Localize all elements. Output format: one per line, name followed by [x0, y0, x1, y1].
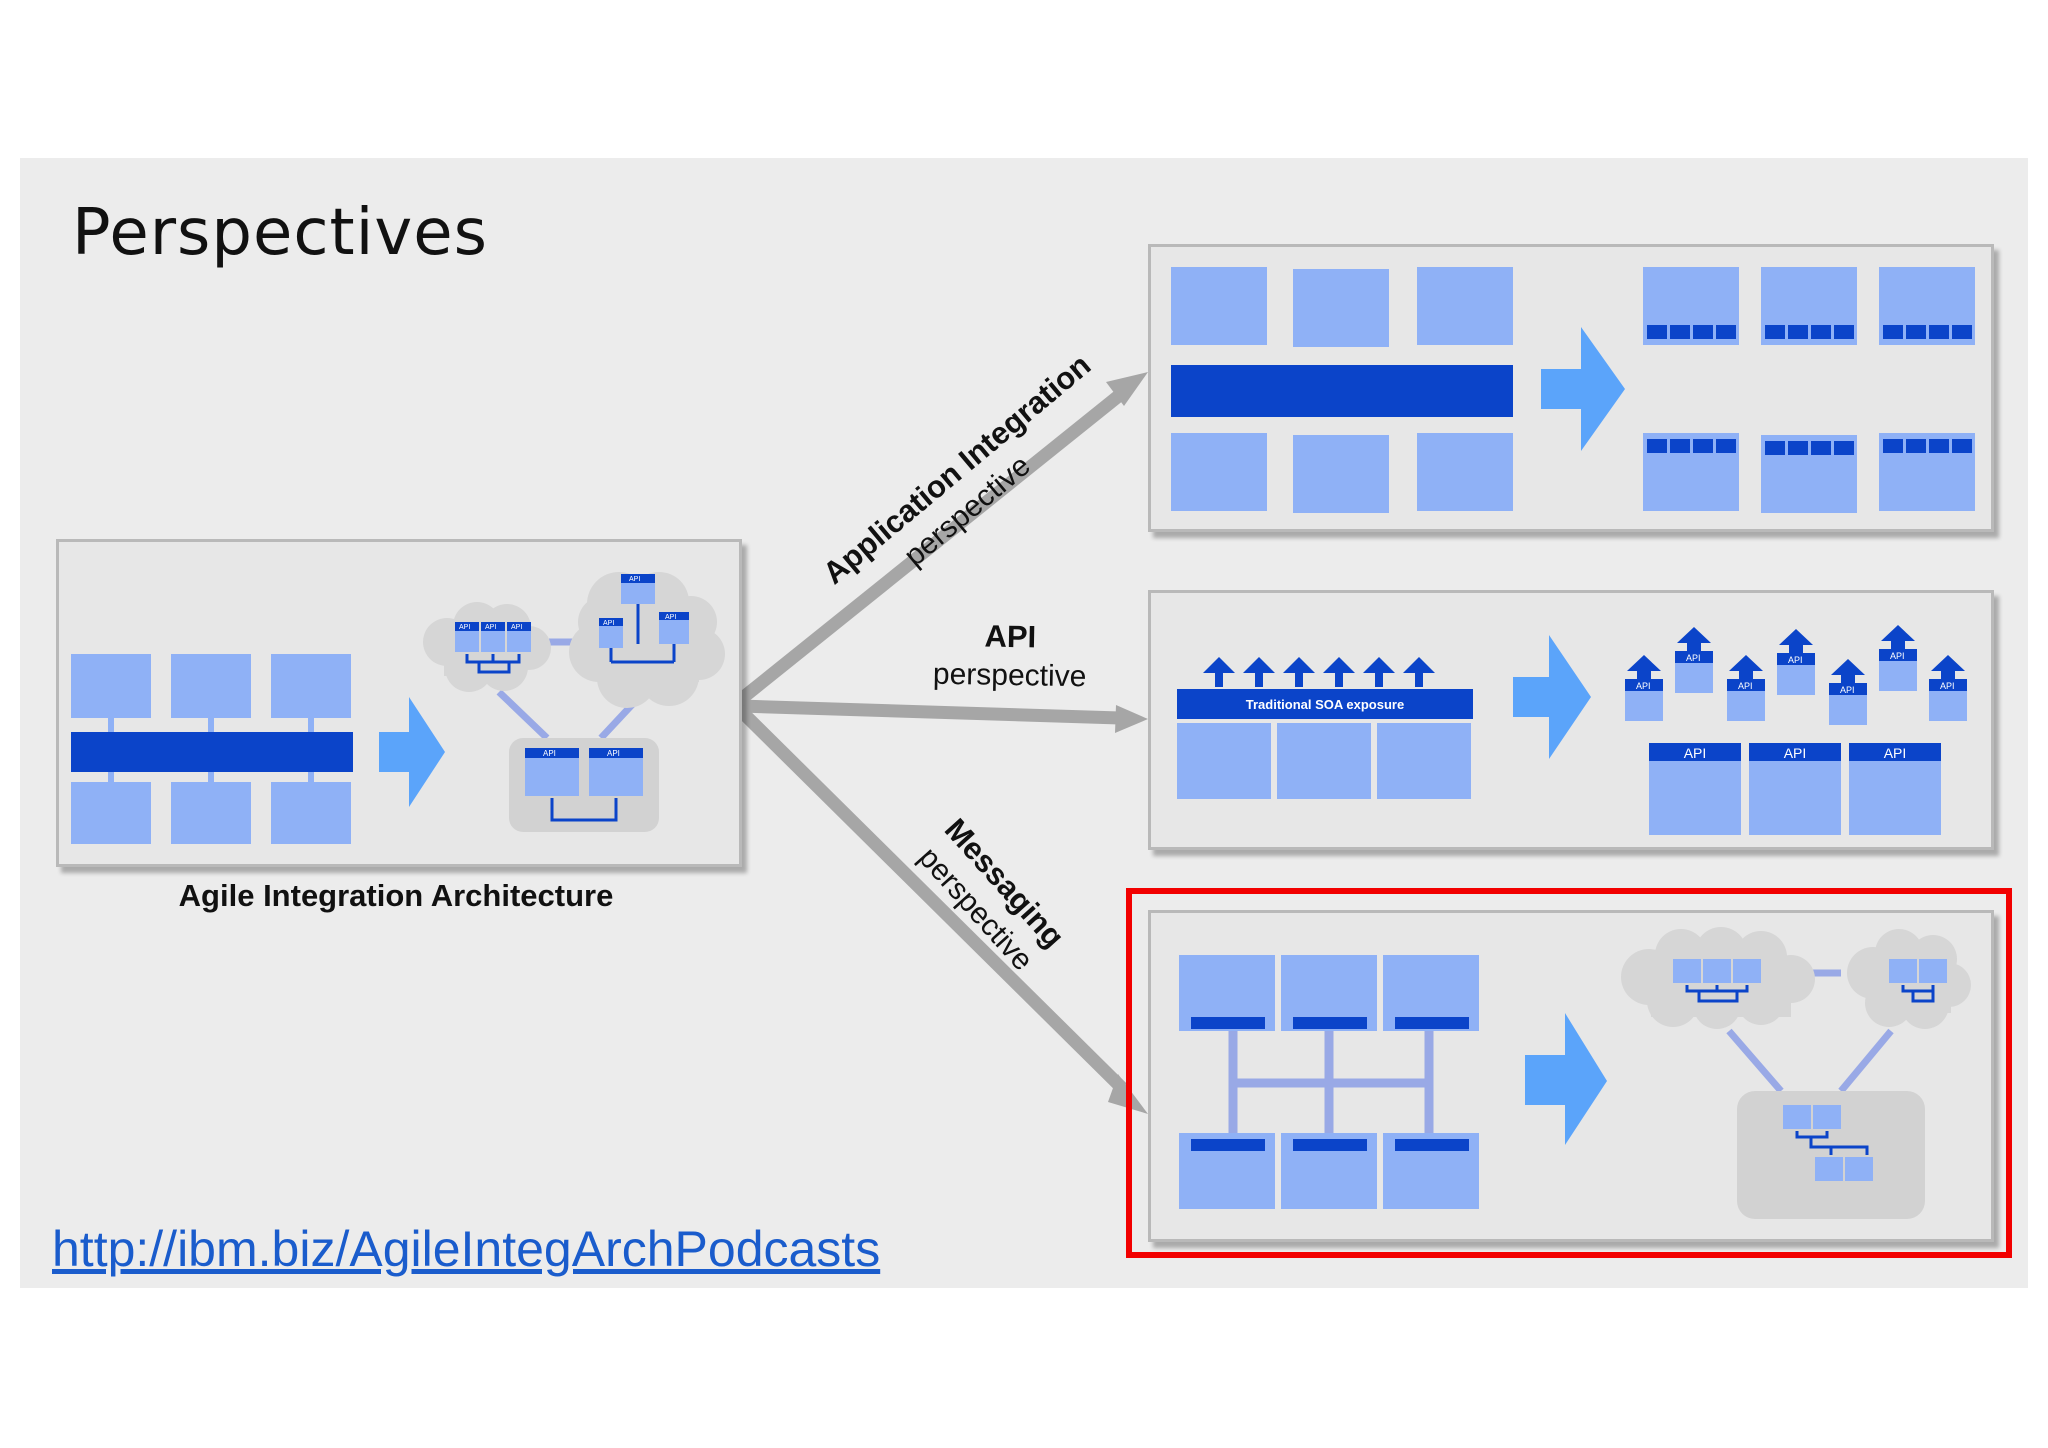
- label-api: API perspective: [889, 616, 1130, 696]
- aia-api-tag: API: [459, 624, 470, 631]
- svg-text:API: API: [665, 614, 676, 621]
- svg-text:API: API: [1684, 745, 1707, 761]
- svg-text:API: API: [1784, 745, 1807, 761]
- svg-text:API: API: [1738, 681, 1753, 691]
- aia-diagram: API API API API API API API API: [71, 572, 725, 844]
- aia-transform-arrow-icon: [379, 697, 445, 807]
- agile-integration-panel: API API API API API API API API: [56, 539, 742, 867]
- soa-exposure-label: Traditional SOA exposure: [1246, 697, 1404, 712]
- api-panel: Traditional SOA exposure: [1148, 590, 1994, 850]
- app-integration-diagram: [1171, 267, 1975, 513]
- arrow-api-head: [1115, 705, 1148, 733]
- diagram-caption: Agile Integration Architecture: [178, 878, 614, 913]
- app-transform-arrow-icon: [1541, 327, 1625, 451]
- svg-text:API: API: [485, 624, 496, 631]
- arrow-app-line: [735, 384, 1131, 706]
- svg-text:API: API: [1636, 681, 1651, 691]
- podcasts-link[interactable]: http://ibm.biz/AgileIntegArchPodcasts: [52, 1221, 881, 1277]
- label-api-title: API: [984, 618, 1037, 655]
- application-integration-panel: [1148, 244, 1994, 532]
- messaging-diagram: [1179, 927, 1971, 1219]
- svg-text:API: API: [511, 624, 522, 631]
- svg-text:API: API: [629, 576, 640, 583]
- svg-text:API: API: [1686, 653, 1701, 663]
- arrow-api-line: [739, 699, 1121, 725]
- arrow-msg-line: [735, 705, 1127, 1093]
- perspective-arrows: [735, 372, 1148, 1114]
- svg-text:API: API: [1884, 745, 1907, 761]
- svg-text:API: API: [607, 749, 620, 758]
- svg-text:API: API: [1940, 681, 1955, 691]
- svg-text:API: API: [1890, 651, 1905, 661]
- api-diagram: Traditional SOA exposure: [1177, 625, 1967, 835]
- api-transform-arrow-icon: [1513, 635, 1591, 759]
- svg-text:API: API: [1840, 685, 1855, 695]
- arrow-app-head: [1106, 372, 1148, 406]
- label-api-subtitle: perspective: [932, 657, 1087, 694]
- svg-text:API: API: [1788, 655, 1803, 665]
- messaging-panel: [1148, 910, 1994, 1242]
- slide-background: Perspectives: [20, 158, 2028, 1288]
- messaging-transform-arrow-icon: [1525, 1013, 1607, 1145]
- soa-up-arrows: [1203, 657, 1435, 687]
- messaging-highlight-box: [1126, 888, 2012, 1258]
- page-title: Perspectives: [72, 196, 488, 270]
- app-service-tiles: [1647, 325, 1972, 455]
- svg-text:API: API: [543, 749, 556, 758]
- soa-exposure-bar: [1177, 689, 1473, 719]
- svg-text:API: API: [603, 620, 614, 627]
